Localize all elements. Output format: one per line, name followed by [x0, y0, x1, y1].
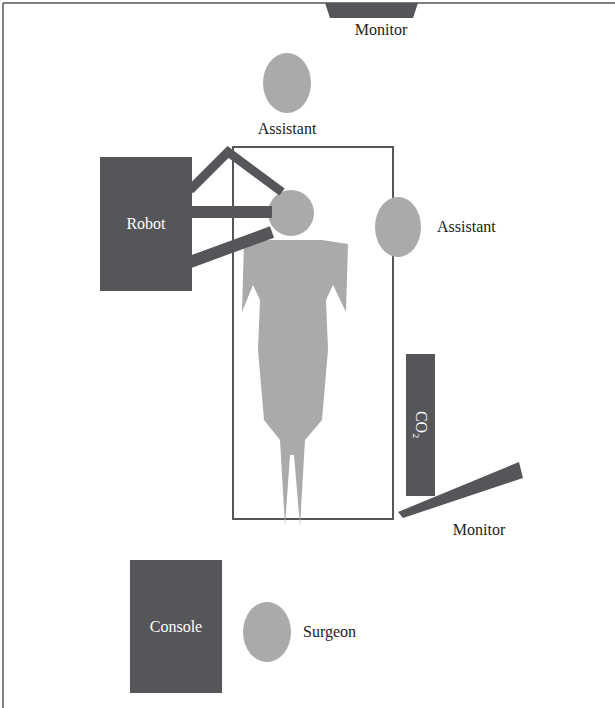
robot-arm — [190, 152, 282, 192]
co2-insufflator: CO₂ — [406, 354, 435, 496]
node-label: Assistant — [437, 218, 496, 236]
staff-circle: Surgeon — [243, 602, 291, 662]
monitor-label: Monitor — [325, 3, 418, 18]
staff-circle: Assistant — [263, 53, 311, 113]
monitor-label: Monitor — [395, 458, 525, 518]
node-label: Surgeon — [303, 623, 356, 641]
node-shape — [263, 53, 311, 113]
node-label: Monitor — [453, 521, 505, 539]
staff-circle: Assistant — [375, 197, 421, 257]
node-outline — [243, 602, 291, 662]
node-label: Console — [150, 618, 202, 636]
node-outline — [325, 3, 418, 18]
node-shape — [375, 197, 421, 257]
robot-arm — [190, 232, 272, 262]
node-label: Robot — [126, 215, 165, 233]
node-outline — [395, 458, 525, 518]
patient-body — [242, 240, 348, 526]
frame-line — [3, 2, 615, 4]
node-label: Assistant — [258, 120, 317, 138]
node-label: Monitor — [355, 21, 407, 39]
node-shape — [325, 3, 418, 18]
node-shape — [398, 462, 523, 518]
robot-arm — [190, 206, 272, 218]
patient-head — [268, 190, 314, 236]
robot-cart: Robot — [100, 157, 192, 291]
node-label: CO₂ — [412, 411, 430, 439]
frame-line — [2, 3, 4, 708]
node-outline — [375, 197, 421, 257]
surgeon-console: Console — [130, 560, 222, 693]
node-shape — [243, 602, 291, 662]
node-outline — [263, 53, 311, 113]
